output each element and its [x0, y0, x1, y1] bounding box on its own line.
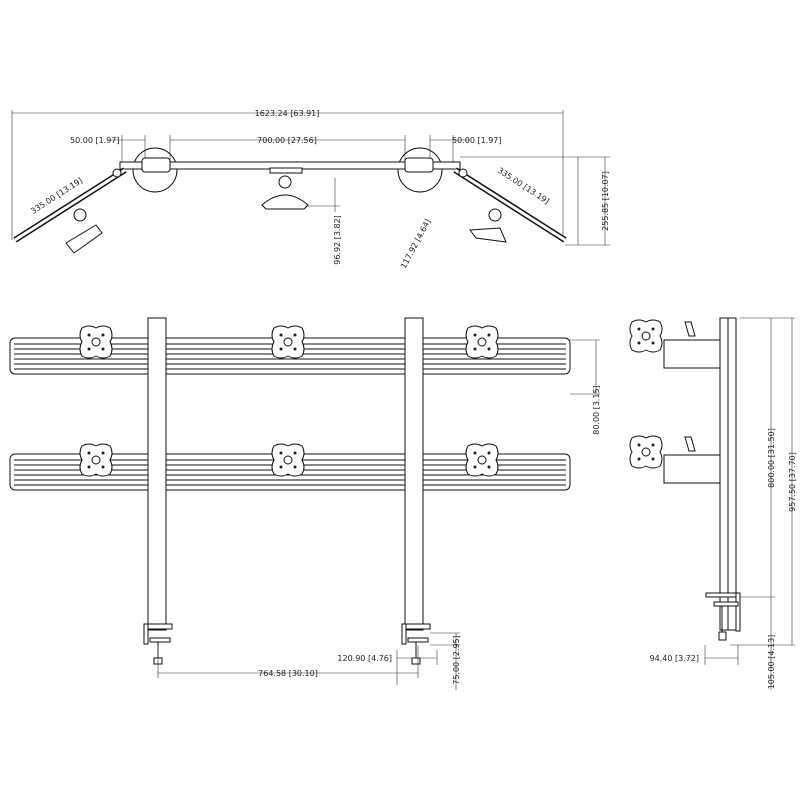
- dim-right-offset: 50.00 [1.97]: [452, 136, 502, 145]
- dim-center-depth: 96.92 [3.82]: [333, 215, 342, 265]
- top-view: 1623.24 [63.91] 50.00 [1.97] 700.00 [27.…: [11, 109, 610, 270]
- dim-overall-depth: 255.85 [10.07]: [601, 171, 610, 231]
- dim-center-span: 700.00 [27.56]: [257, 136, 317, 145]
- dim-bar-spacing: 80.00 [3.15]: [592, 385, 601, 435]
- dim-clamp-height: 105.00 [4.13]: [767, 635, 776, 690]
- dim-overall-width: 1623.24 [63.91]: [255, 109, 320, 118]
- side-view: 94.40 [3.72] 800.00 [31.50] 957.50 [37.7…: [629, 317, 797, 690]
- dim-left-offset: 50.00 [1.97]: [70, 136, 120, 145]
- dim-clamp-width: 120.90 [4.76]: [337, 654, 392, 663]
- dim-overall-height: 957.50 [37.70]: [788, 452, 797, 512]
- dim-side-depth: 117.92 [4.64]: [399, 218, 433, 270]
- dim-pole-spacing: 764.58 [30.10]: [258, 669, 318, 678]
- front-view: 80.00 [3.15] 120.90 [4.76] 764.58 [30.10…: [9, 317, 601, 690]
- dim-left-arm: 335.00 [13.19]: [29, 176, 84, 216]
- dim-pole-height: 800.00 [31.50]: [767, 428, 776, 488]
- dim-clamp-depth: 75.00 [2.95]: [452, 635, 461, 685]
- dim-clamp-offset: 94.40 [3.72]: [650, 654, 700, 663]
